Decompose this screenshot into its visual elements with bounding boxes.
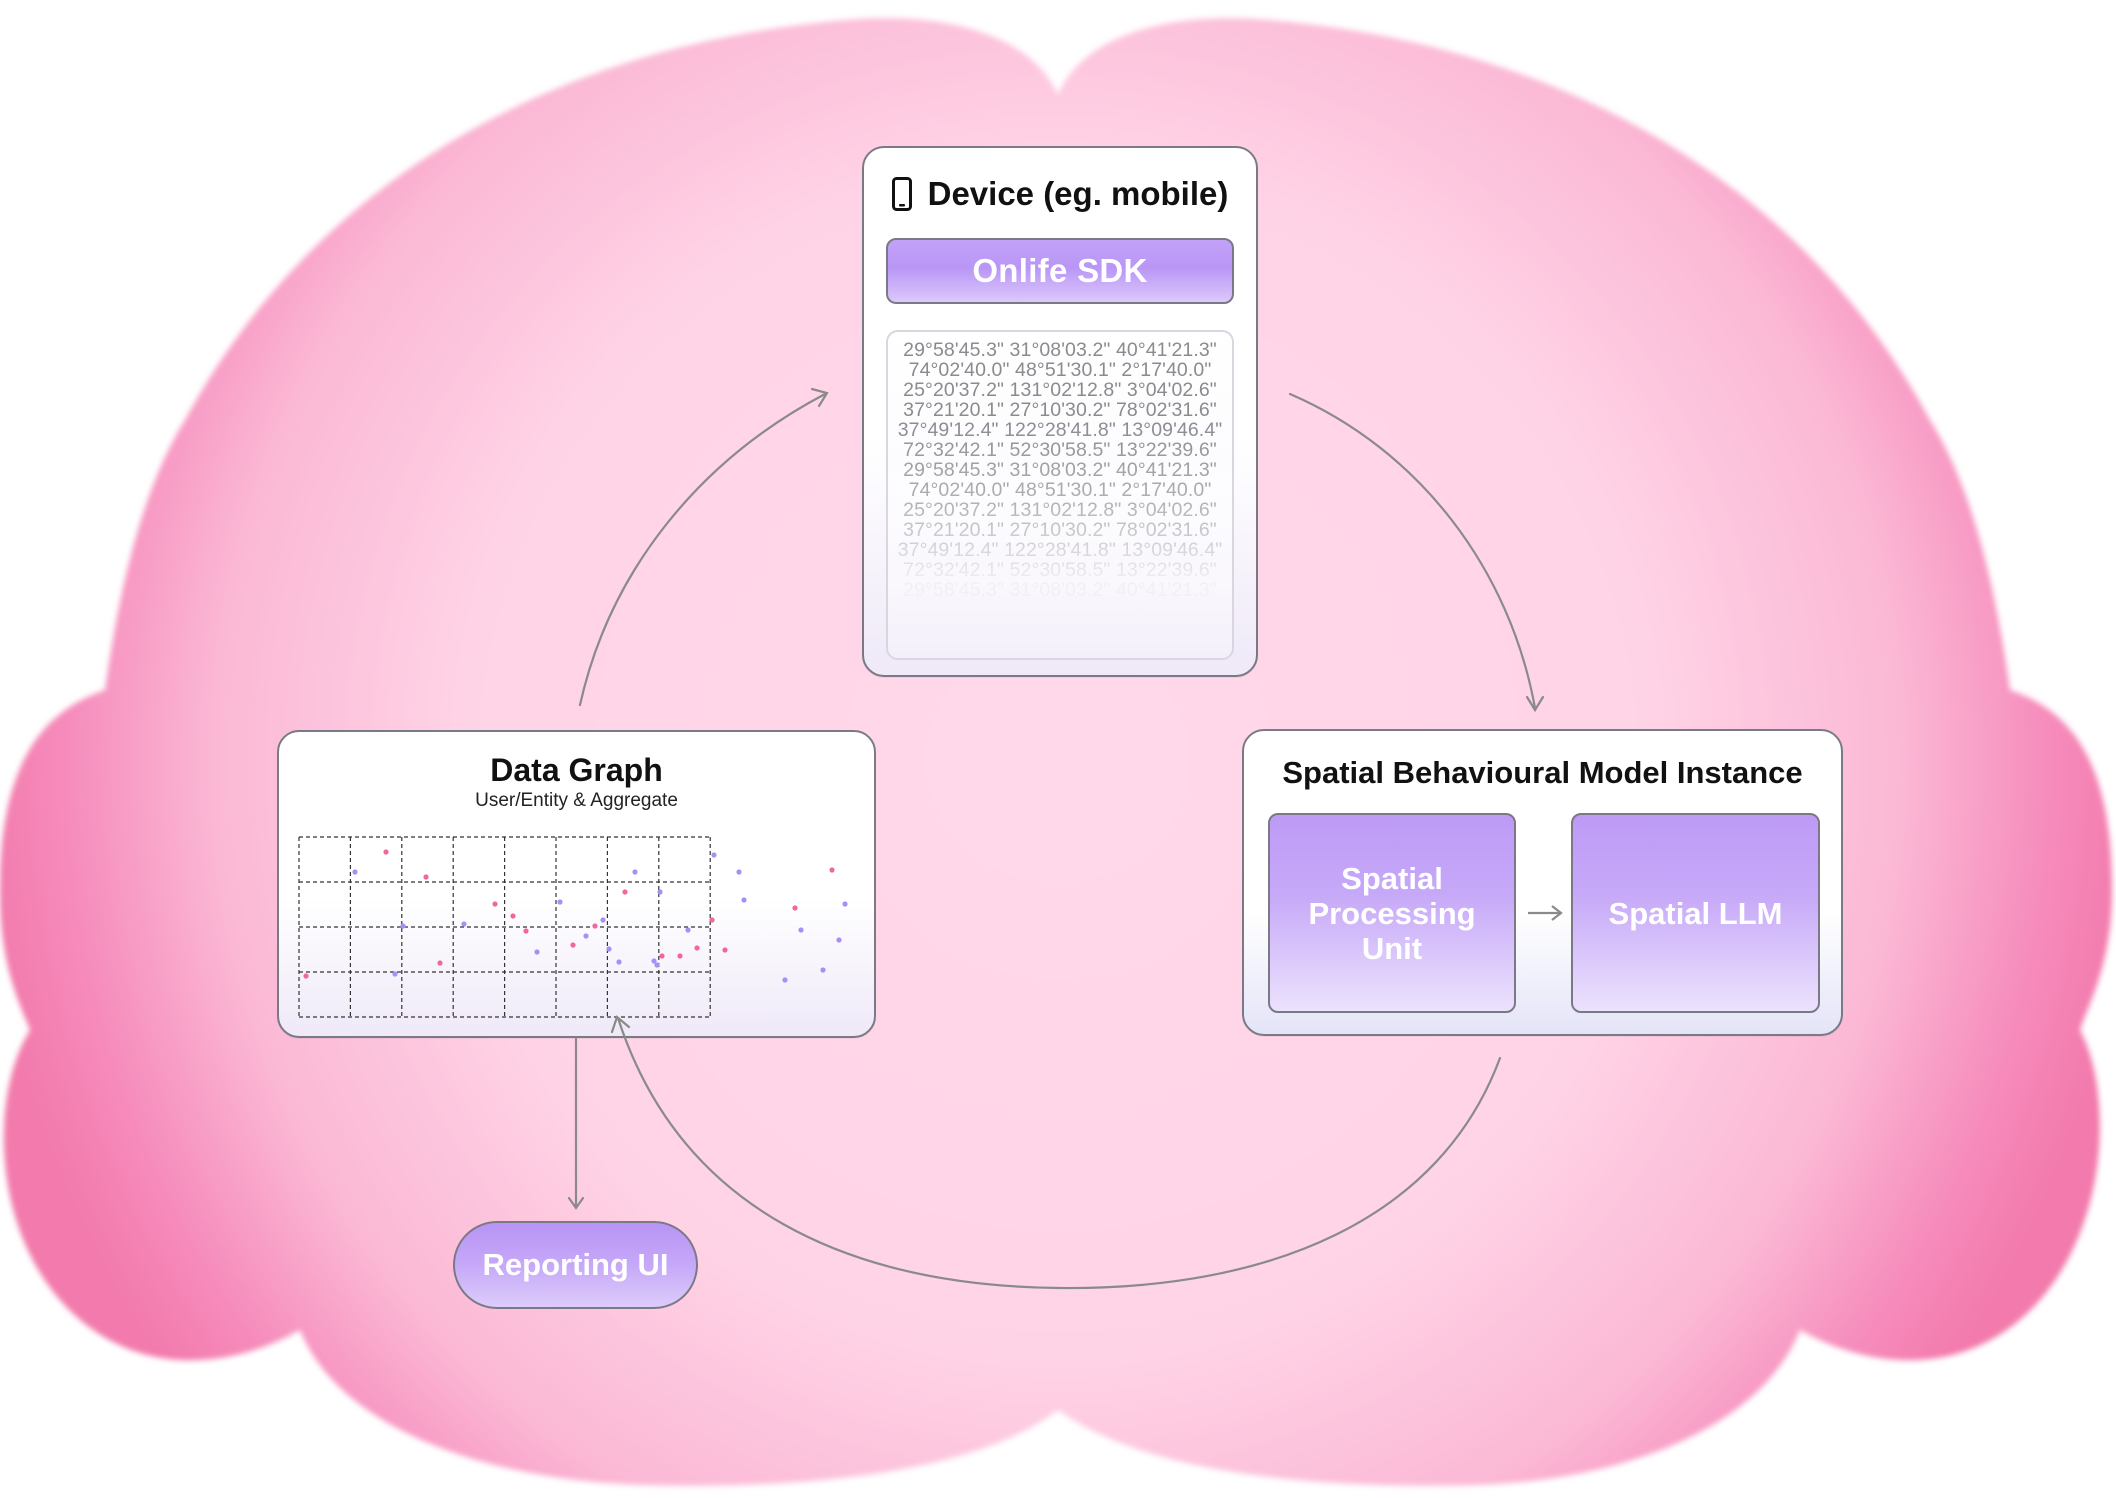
graph-dot: [836, 937, 842, 943]
graph-dot: [677, 953, 683, 959]
grid-lines: [298, 836, 711, 1018]
graph-dot: [829, 867, 835, 873]
graph-dot: [492, 901, 498, 907]
coordinate-line: 37°21'20.1" 27°10'30.2" 78°02'31.6": [903, 399, 1217, 421]
data-graph-subtitle: User/Entity & Aggregate: [475, 790, 678, 811]
graph-dot: [400, 923, 406, 929]
arrow-right-icon: [1528, 905, 1563, 921]
graph-dot: [782, 977, 788, 983]
coordinate-line: 29°58'45.3" 31°08'03.2" 40°41'21.3": [903, 339, 1217, 361]
graph-dot: [510, 913, 516, 919]
graph-dot: [651, 958, 657, 964]
graph-dot: [792, 905, 798, 911]
graph-dot: [600, 917, 606, 923]
graph-dot: [557, 899, 563, 905]
spatial-llm-box: Spatial LLM: [1571, 813, 1820, 1013]
graph-dot: [657, 889, 663, 895]
graph-dot: [616, 959, 622, 965]
graph-dot: [592, 923, 598, 929]
graph-dots: [303, 849, 848, 983]
spatial-processing-unit-box: Spatial Processing Unit: [1268, 813, 1516, 1013]
spatial-model-card: Spatial Behavioural Model Instance Spati…: [1242, 729, 1843, 1036]
device-title: Device (eg. mobile): [927, 175, 1229, 212]
brain-outline: [0, 18, 2113, 1486]
graph-dot: [685, 927, 691, 933]
graph-dot: [654, 962, 660, 968]
graph-dot: [303, 973, 309, 979]
reporting-ui-pill: Reporting UI: [453, 1221, 698, 1309]
coordinate-line: 25°20'37.2" 131°02'12.8" 3°04'02.6": [903, 379, 1217, 401]
spatial-processing-unit-label: Spatial Processing Unit: [1308, 860, 1476, 966]
graph-dot: [842, 901, 848, 907]
graph-dot: [461, 921, 467, 927]
graph-dot: [694, 945, 700, 951]
graph-dot: [423, 874, 429, 880]
graph-dot: [622, 889, 628, 895]
smartphone-icon: [891, 177, 912, 211]
graph-dot: [352, 869, 358, 875]
device-card: Device (eg. mobile) Onlife SDK 29°58'45.…: [862, 146, 1258, 677]
graph-dot: [570, 942, 576, 948]
device-title-row: Device (eg. mobile): [864, 172, 1256, 216]
graph-dot: [606, 946, 612, 952]
data-graph-grid: [298, 836, 848, 1018]
graph-dot: [383, 849, 389, 855]
graph-dot: [722, 947, 728, 953]
graph-dot: [741, 897, 747, 903]
graph-dot: [736, 869, 742, 875]
coordinates-stream: 29°58'45.3" 31°08'03.2" 40°41'21.3"74°02…: [886, 330, 1234, 660]
graph-dot: [534, 949, 540, 955]
spatial-llm-label: Spatial LLM: [1608, 895, 1783, 931]
coordinate-line: 74°02'40.0" 48°51'30.1" 2°17'40.0": [908, 359, 1212, 381]
onlife-sdk-label: Onlife SDK: [886, 238, 1234, 304]
data-graph-card: Data Graph User/Entity & Aggregate: [277, 730, 876, 1038]
graph-dot: [711, 852, 717, 858]
coordinates-fade-overlay: [888, 422, 1232, 658]
spatial-model-title: Spatial Behavioural Model Instance: [1282, 755, 1803, 790]
graph-dot: [798, 927, 804, 933]
graph-dot: [437, 960, 443, 966]
graph-dot: [659, 953, 665, 959]
graph-dot: [523, 928, 529, 934]
graph-dot: [820, 967, 826, 973]
graph-dot: [583, 933, 589, 939]
graph-dot: [709, 917, 715, 923]
graph-dot: [392, 971, 398, 977]
graph-dot: [632, 869, 638, 875]
data-graph-title: Data Graph: [490, 752, 663, 788]
